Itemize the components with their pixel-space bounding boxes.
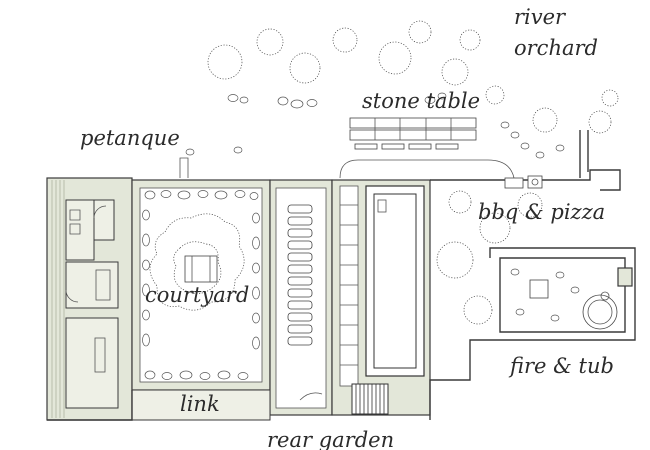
label-fire-tub: fire & tub (508, 354, 614, 378)
orchard-stepping-stones (185, 92, 565, 159)
link-corridor (131, 389, 271, 421)
label-stone-table: stone table (362, 89, 480, 113)
link-hall (269, 179, 333, 416)
bbq-garden (430, 130, 621, 325)
fire-tub-area (429, 247, 636, 420)
label-link: link (180, 392, 220, 416)
label-river: river (514, 5, 567, 29)
label-courtyard: courtyard (145, 283, 249, 307)
stone-table (349, 117, 477, 150)
orchard-trees (207, 20, 619, 134)
courtyard-gate (179, 157, 189, 178)
label-petanque: petanque (80, 126, 180, 150)
garden-edge (339, 159, 515, 179)
house-block (46, 177, 133, 421)
label-bbq-pizza: bbq & pizza (478, 200, 605, 224)
pool-block (331, 179, 431, 416)
door-swing (299, 392, 323, 401)
label-orchard: orchard (514, 36, 598, 60)
label-rear-garden: rear garden (267, 428, 394, 450)
